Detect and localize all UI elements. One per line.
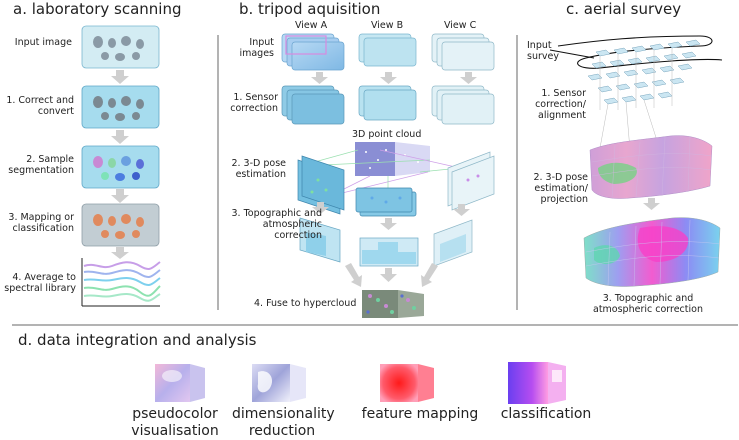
panel-d-title: d. data integration and analysis (18, 331, 257, 349)
b-view-a: View A (295, 20, 328, 31)
panel-c-graphics (549, 35, 723, 287)
a-step-input: Input image (14, 37, 72, 48)
a-step-average: 4. Average to spectral library (4, 272, 76, 294)
panel-a-graphics (81, 25, 161, 307)
b-step-sensor: 1. Sensor correction (230, 92, 278, 114)
c-terrain-corrected (583, 217, 721, 287)
d-label-pseudocolor: pseudocolor visualisation (131, 406, 219, 439)
b-step-pose: 2. 3-D pose estimation (231, 158, 286, 180)
b-pose-tile-a (297, 155, 345, 215)
d-label-classification: classification (500, 406, 592, 422)
b-pose-tile-b (355, 187, 417, 217)
b-point-cloud-label: 3D point cloud (352, 129, 422, 140)
cube-feature-mapping (380, 364, 434, 402)
cube-pseudocolor (155, 364, 205, 402)
b-step-topo: 3. Topographic and atmospheric correctio… (231, 208, 323, 241)
b-point-cloud-cube (355, 142, 430, 176)
b-step-input: Input images (239, 37, 274, 59)
a-spectral-library (81, 258, 161, 307)
panel-d-graphics (155, 362, 566, 404)
a-corrected-tile (81, 85, 160, 129)
d-label-dimensionality: dimensionality reduction (232, 406, 335, 439)
b-corrected-view-a (281, 85, 345, 125)
b-step-fuse: 4. Fuse to hypercloud (254, 298, 357, 309)
b-input-view-a (281, 33, 345, 71)
cube-classification (508, 362, 566, 404)
b-topo-tile-b (359, 237, 419, 267)
b-corrected-view-c (431, 85, 495, 125)
c-step-input: Input survey (527, 40, 559, 62)
b-corrected-view-b (358, 85, 417, 121)
panel-a-title: a. laboratory scanning (13, 0, 182, 18)
a-step-correct: 1. Correct and convert (6, 95, 74, 117)
c-step-topo: 3. Topographic and atmospheric correctio… (593, 293, 703, 315)
cube-dimensionality (252, 364, 306, 402)
b-pose-tile-c (447, 151, 495, 211)
a-step-mapping: 3. Mapping or classification (8, 212, 74, 234)
b-view-b: View B (371, 20, 404, 31)
panel-b-graphics (281, 33, 495, 318)
b-input-view-c (431, 33, 495, 71)
a-mapping-tile (81, 203, 160, 247)
panel-c-title: c. aerial survey (566, 0, 682, 18)
d-label-feature-mapping: feature mapping (361, 406, 479, 422)
b-view-c: View C (444, 20, 477, 31)
c-step-sensor: 1. Sensor correction/ alignment (535, 88, 586, 121)
a-input-tile (81, 25, 160, 69)
a-segmentation-tile (81, 145, 160, 189)
c-step-pose: 2. 3-D pose estimation/ projection (533, 172, 588, 205)
c-survey-grid (549, 35, 723, 151)
panel-b-title: b. tripod aquisition (239, 0, 381, 18)
a-step-segmentation: 2. Sample segmentation (8, 154, 74, 176)
c-terrain-pose (589, 135, 713, 199)
b-input-view-b (358, 33, 417, 67)
b-hypercloud (362, 290, 424, 318)
